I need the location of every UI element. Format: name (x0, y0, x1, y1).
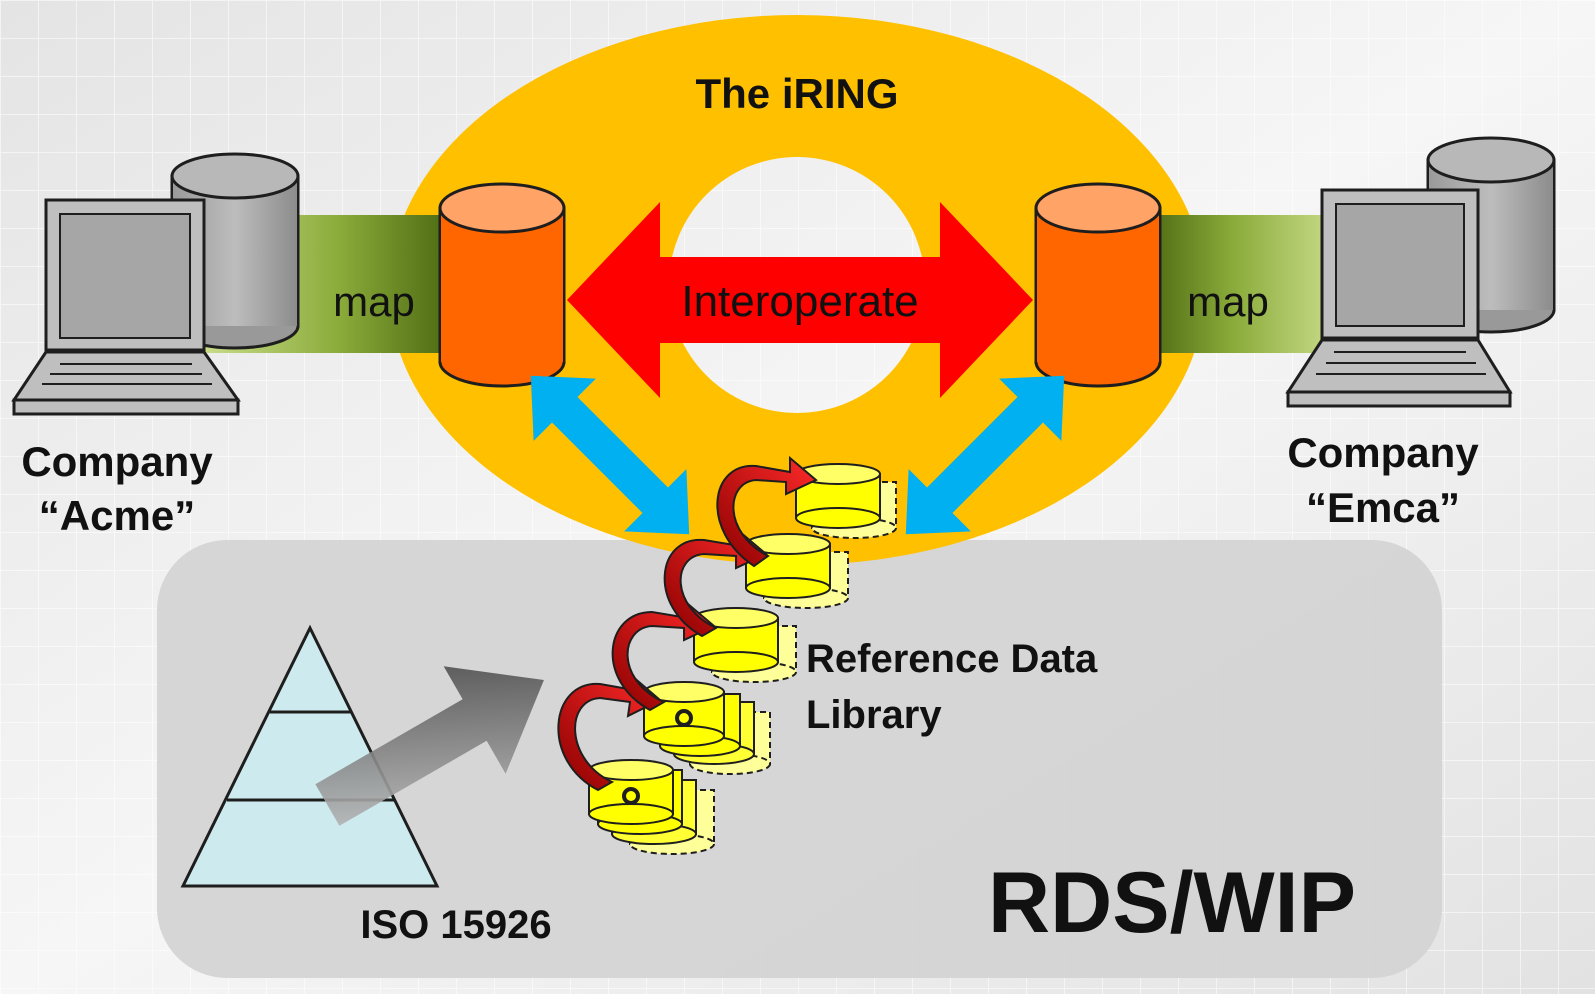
emca-name-line1: Company (1287, 429, 1479, 476)
curved-arrow-4 (716, 455, 818, 568)
curved-arrow-3 (663, 529, 768, 638)
rdl-label-line1: Reference Data (806, 637, 1098, 681)
acme-laptop-icon (11, 198, 241, 416)
rdl-cylinder-3 (693, 607, 797, 683)
right-map-label: map (1187, 278, 1269, 325)
left-map-label: map (333, 278, 415, 325)
emca-laptop-icon (1285, 188, 1513, 408)
iso-label: ISO 15926 (360, 903, 551, 947)
rdl-label-line2: Library (806, 693, 942, 737)
left-link-arrow (530, 375, 690, 535)
iring-title: The iRING (695, 70, 898, 117)
rdl-curved-arrows (557, 455, 818, 792)
rdl-cylinder-2 (643, 681, 771, 775)
rdl-cylinder-stack (588, 463, 897, 855)
acme-name-line1: Company (21, 438, 213, 485)
rdl-cylinder-4 (745, 533, 849, 609)
acme-name-line2: “Acme” (39, 492, 195, 539)
right-map-band (1148, 215, 1336, 353)
transfer-arrow (315, 666, 544, 826)
left-hub-cylinder-icon (438, 182, 566, 388)
interoperate-arrow (567, 202, 1033, 398)
right-link-arrow (905, 375, 1065, 535)
curved-arrow-2 (611, 601, 716, 712)
rds-wip-panel (157, 540, 1442, 978)
interoperate-label: Interoperate (681, 277, 918, 326)
curved-arrow-1 (557, 673, 662, 792)
right-hub-cylinder-icon (1034, 182, 1162, 388)
rds-wip-title: RDS/WIP (988, 855, 1356, 951)
rdl-cylinder-1 (588, 759, 715, 855)
emca-name-line2: “Emca” (1306, 484, 1460, 531)
